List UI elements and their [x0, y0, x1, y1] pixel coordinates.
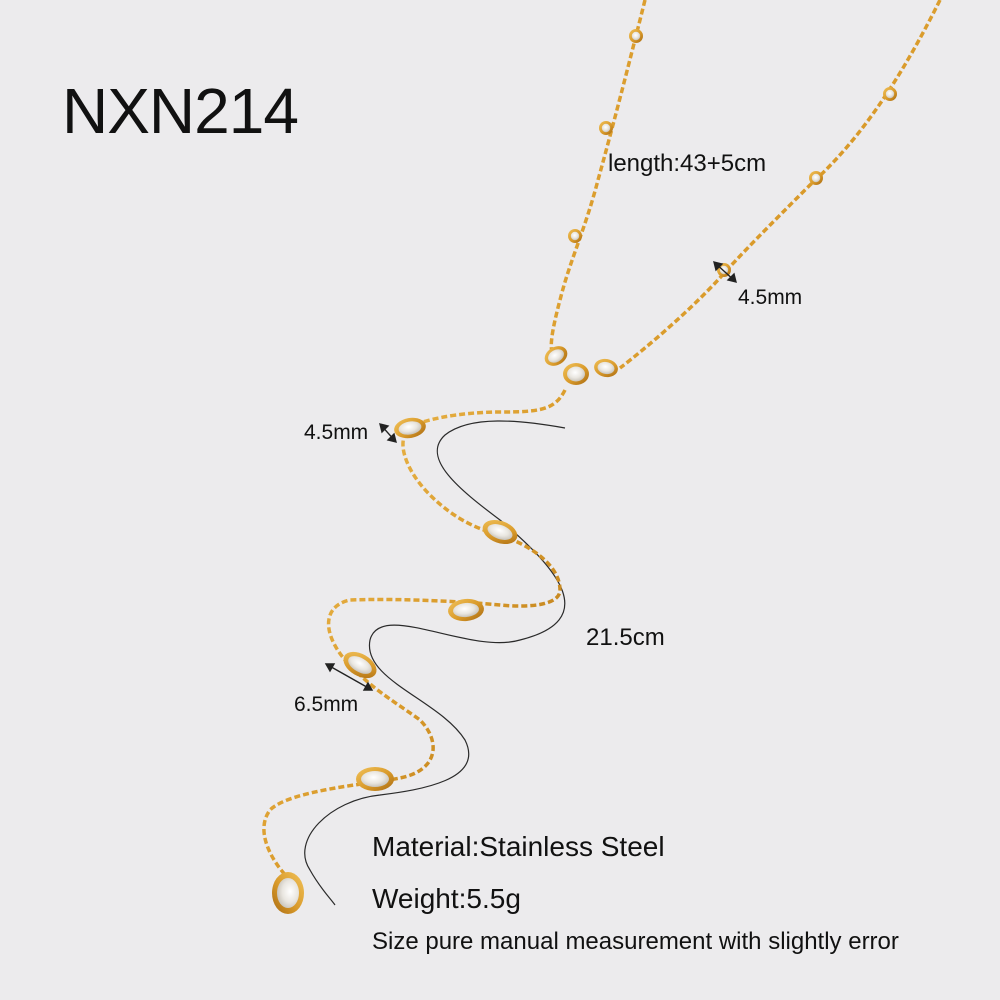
chain-length-label: length:43+5cm	[608, 150, 767, 177]
teardrop-width-label: 6.5mm	[294, 693, 359, 716]
weight-spec: Weight:5.5g	[372, 883, 521, 914]
pendant-stone-width-label: 4.5mm	[304, 421, 369, 444]
drop-measure-curve	[304, 420, 566, 906]
chain-left-strand	[549, 0, 647, 353]
measure-arrows	[324, 261, 737, 691]
centerpiece-trio	[544, 346, 618, 385]
measurement-note: Size pure manual measurement with slight…	[372, 928, 899, 955]
drop-chain	[262, 389, 567, 882]
material-spec: Material:Stainless Steel	[372, 831, 665, 862]
drop-length-label: 21.5cm	[586, 624, 665, 651]
clasp-stone-width-label: 4.5mm	[738, 286, 803, 309]
chain-right-strand	[618, 0, 942, 370]
bezel-stations	[568, 29, 897, 277]
teardrop-stones	[272, 417, 518, 914]
product-code: NXN214	[62, 75, 299, 147]
